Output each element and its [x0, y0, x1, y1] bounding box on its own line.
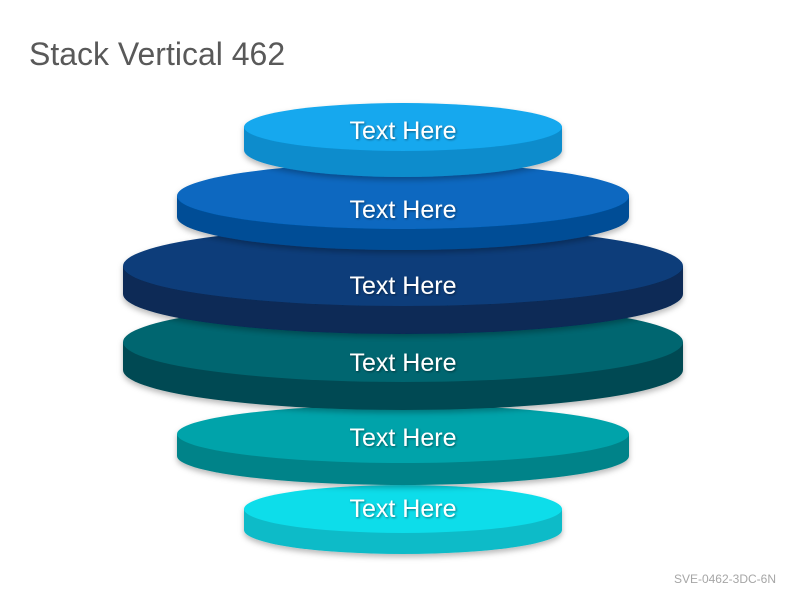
layer-1-label: Text Here [350, 117, 457, 145]
layer-5-label: Text Here [350, 424, 457, 452]
stack-layer-5 [177, 405, 629, 485]
stack-layer-1 [244, 103, 562, 177]
layer-4-label: Text Here [350, 349, 457, 377]
layer-5-top [177, 405, 629, 463]
stack-layer-2 [177, 163, 629, 250]
layer-6-label: Text Here [350, 495, 457, 523]
layer-6-top [244, 485, 562, 533]
layer-3-label: Text Here [350, 272, 457, 300]
stack-layer-6 [244, 485, 562, 554]
layer-3-top [123, 226, 683, 306]
page-title: Stack Vertical 462 [29, 36, 286, 72]
layer-2-label: Text Here [350, 196, 457, 224]
stack-layer-3 [123, 226, 683, 334]
footer-code: SVE-0462-3DC-6N [673, 572, 776, 586]
layer-2-top [177, 163, 629, 229]
layer-1-top [244, 103, 562, 151]
